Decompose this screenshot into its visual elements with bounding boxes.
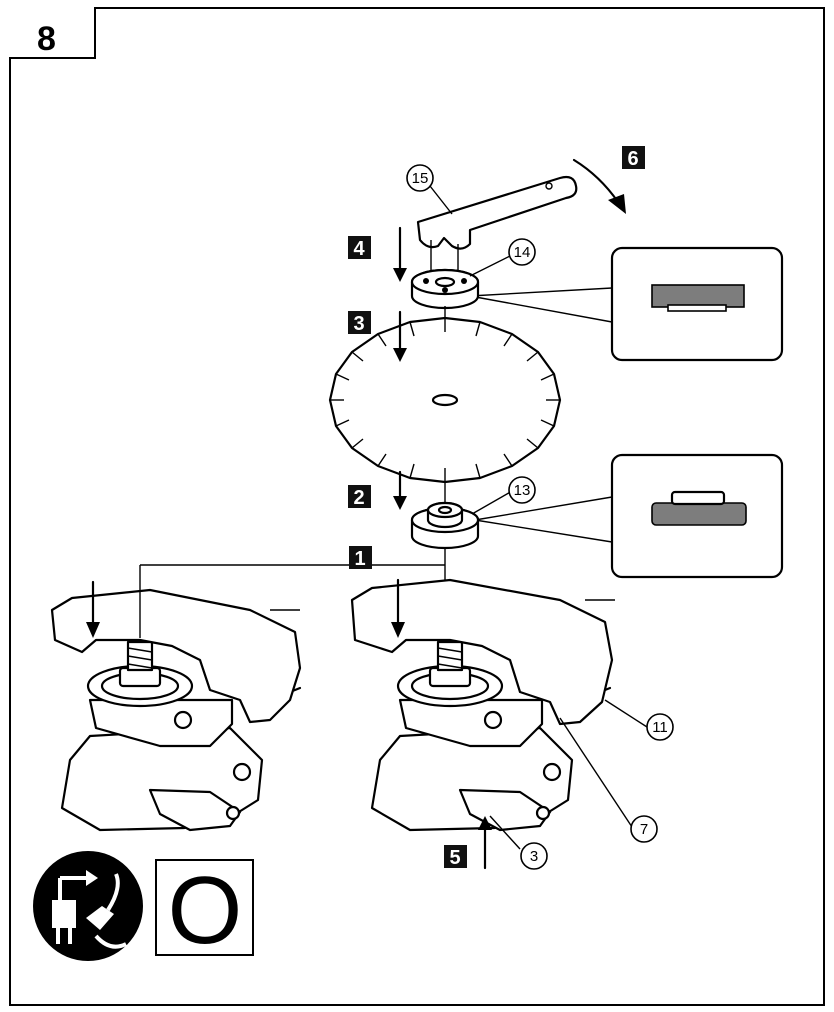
callout-7: 7 <box>630 815 658 843</box>
callout-15: 15 <box>406 164 434 192</box>
svg-text:2: 2 <box>353 487 364 509</box>
svg-text:3: 3 <box>353 313 364 335</box>
down-arrow-icon <box>391 578 405 638</box>
svg-text:14: 14 <box>514 244 531 261</box>
down-arrow-icon <box>393 470 407 510</box>
grinder-left <box>50 564 340 832</box>
svg-text:11: 11 <box>652 719 668 736</box>
switch-off-label: O <box>168 857 243 964</box>
down-arrow-icon <box>393 226 407 282</box>
inset-inner-flange-profile <box>474 453 784 579</box>
outer-flange-nut <box>410 268 480 310</box>
step-5: 5 <box>444 845 467 869</box>
svg-text:1: 1 <box>354 548 365 570</box>
up-arrow-icon <box>478 816 492 870</box>
callout-13: 13 <box>508 476 536 504</box>
figure-number: 8 <box>37 20 56 58</box>
callout-3: 3 <box>520 842 548 870</box>
step-4: 4 <box>348 236 371 260</box>
svg-text:15: 15 <box>412 170 429 187</box>
svg-text:5: 5 <box>449 847 460 869</box>
callout-14: 14 <box>508 238 536 266</box>
step-6: 6 <box>622 146 645 170</box>
down-arrow-icon <box>393 310 407 362</box>
figure-frame: 8 <box>9 7 825 1006</box>
down-arrow-icon <box>86 580 100 638</box>
svg-text:4: 4 <box>353 238 365 260</box>
switch-off-icon: O <box>155 857 254 964</box>
diamond-cutting-blade <box>328 316 562 484</box>
svg-text:3: 3 <box>530 848 538 865</box>
inner-flange <box>410 501 480 550</box>
step-2: 2 <box>348 485 371 509</box>
unplug-icon <box>33 851 143 961</box>
svg-text:7: 7 <box>640 821 648 838</box>
callout-11: 11 <box>646 713 674 741</box>
step-1: 1 <box>349 546 372 570</box>
curved-arrow-icon <box>572 158 626 214</box>
svg-text:6: 6 <box>627 148 638 170</box>
inset-outer-flange-profile <box>469 246 784 362</box>
spanner-wrench <box>416 175 578 282</box>
step-3: 3 <box>348 311 371 335</box>
grinder-right <box>340 564 615 832</box>
svg-text:13: 13 <box>514 482 531 499</box>
